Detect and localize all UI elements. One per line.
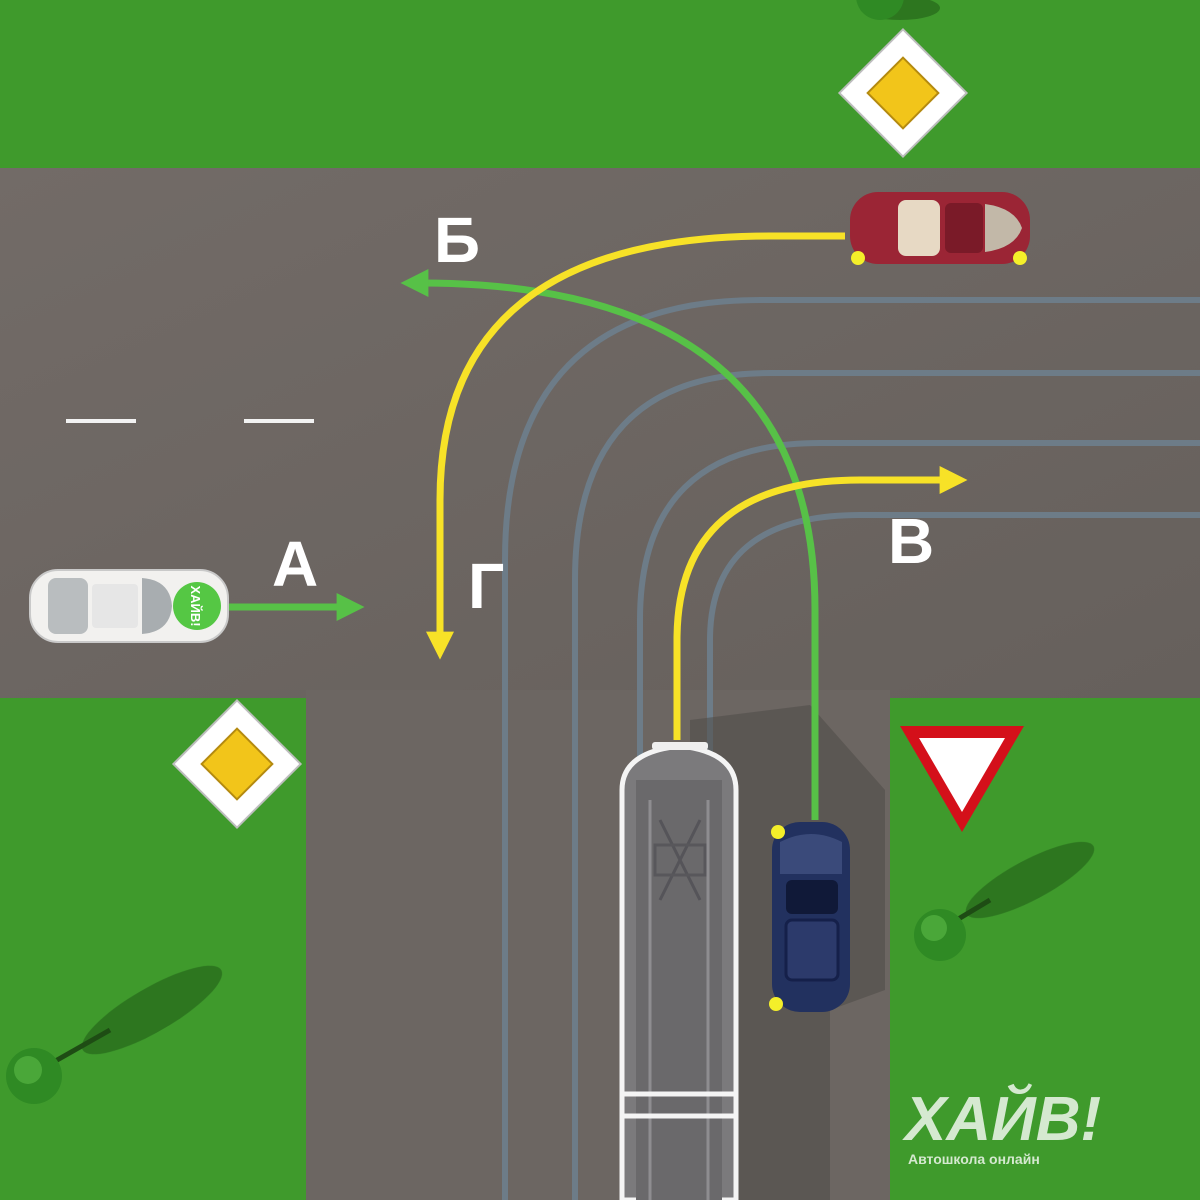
red-car [850,192,1030,265]
watermark-brand: ХАЙВ! [902,1083,1101,1154]
blue-car [769,822,850,1012]
turn-signal-light [769,997,783,1011]
label-a: А [272,528,318,600]
label-v: В [888,505,934,577]
tram [622,742,736,1200]
turn-signal-light [771,825,785,839]
turn-signal-light [851,251,865,265]
watermark-tagline: Автошкола онлайн [908,1151,1040,1167]
label-b: Б [434,204,480,276]
label-g: Г [468,550,504,622]
turn-signal-light [1013,251,1027,265]
car-a: ХАЙВ! [30,570,228,642]
car-badge-text: ХАЙВ! [188,585,203,626]
